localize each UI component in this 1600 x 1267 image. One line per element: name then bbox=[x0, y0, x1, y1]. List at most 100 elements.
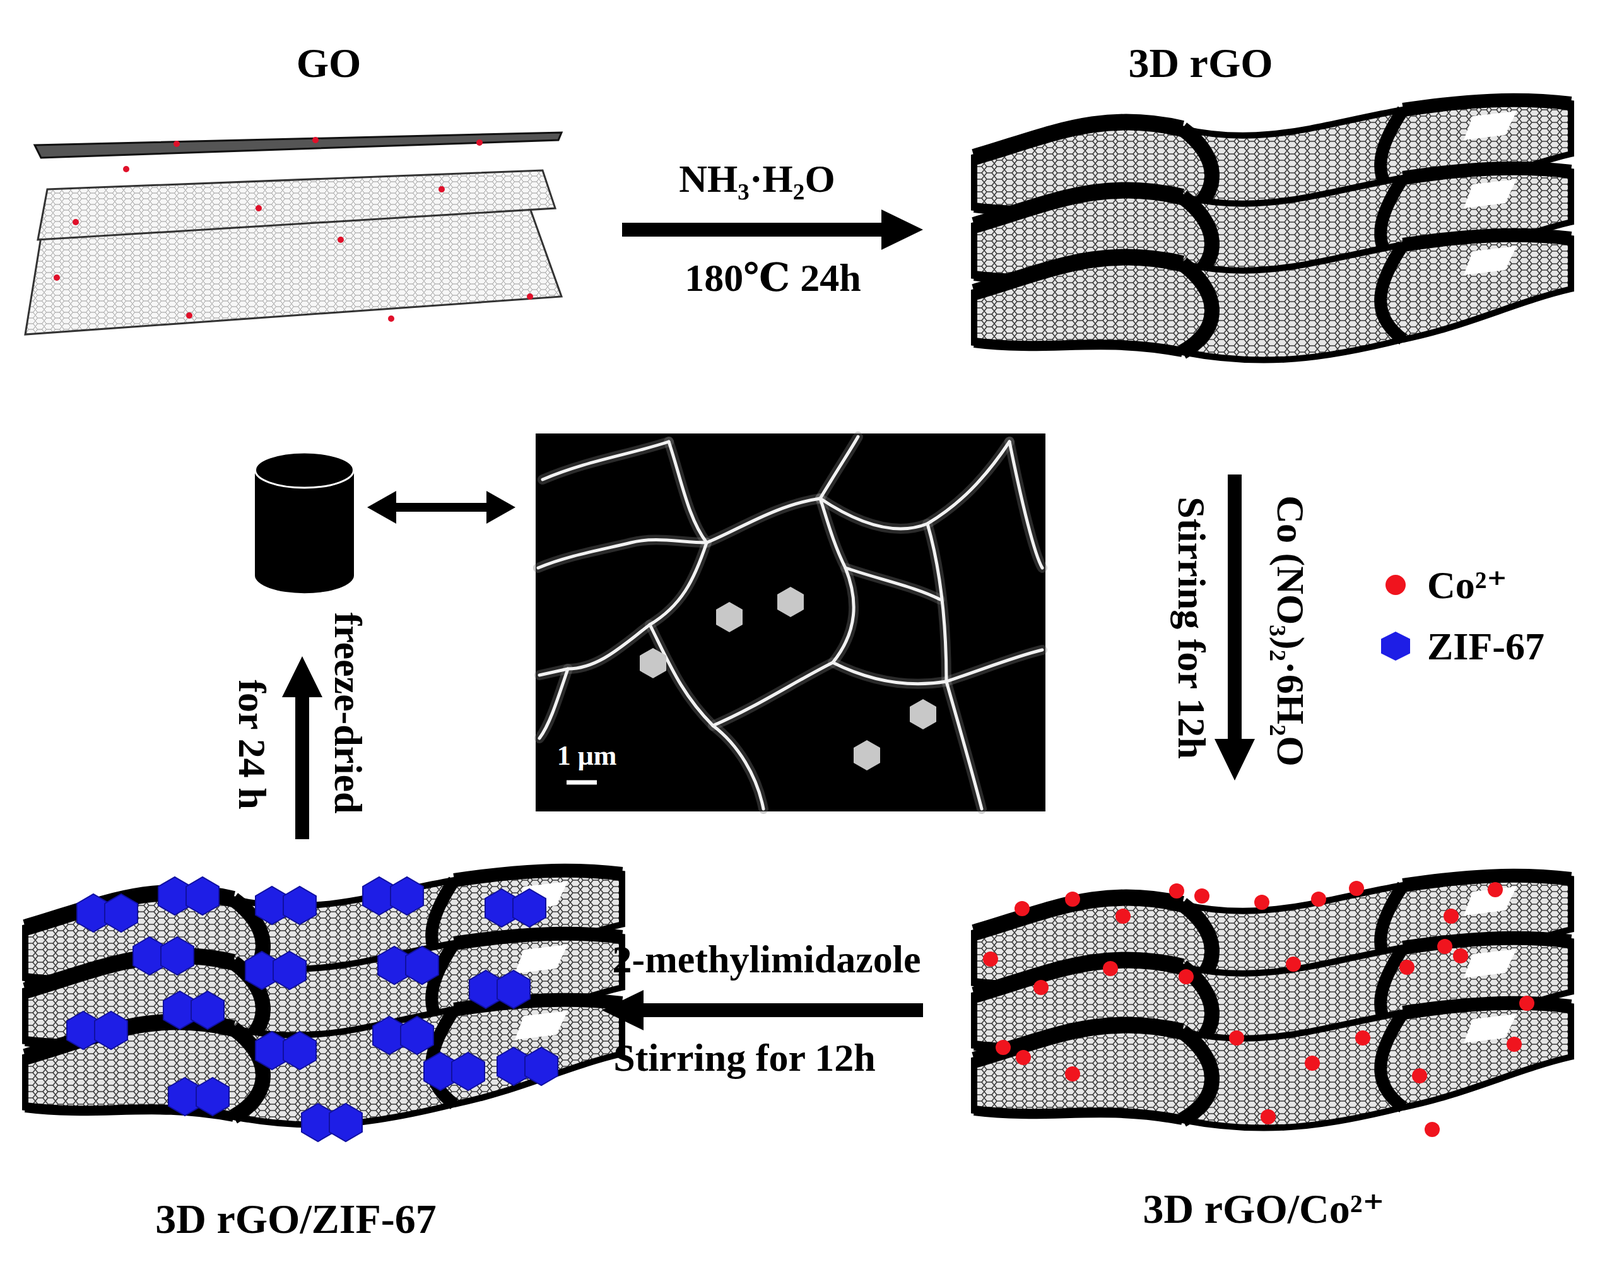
illustration-part bbox=[1014, 900, 1030, 917]
illustration-part bbox=[539, 542, 707, 676]
rgo-sheets bbox=[974, 100, 1571, 361]
illustration-part bbox=[542, 441, 669, 480]
illustration-part bbox=[438, 186, 445, 193]
illustration-part bbox=[53, 136, 534, 322]
illustration-part bbox=[312, 136, 319, 144]
process-label: freeze-dried bbox=[326, 612, 370, 814]
illustration-part bbox=[1437, 938, 1453, 954]
illustration-part bbox=[173, 140, 180, 148]
illustration-part bbox=[476, 139, 483, 146]
illustration-part bbox=[909, 699, 937, 730]
illustration-node: 3D rGO/Co²⁺ bbox=[965, 845, 1584, 1237]
illustration-part bbox=[946, 681, 982, 809]
illustration-part bbox=[1506, 1036, 1522, 1052]
illustration-part bbox=[1355, 1030, 1371, 1046]
illustration-part bbox=[423, 1052, 485, 1091]
illustration-part bbox=[254, 452, 354, 594]
monolith-cylinder bbox=[254, 452, 354, 594]
illustration-part bbox=[777, 586, 804, 618]
illustration-part bbox=[1115, 908, 1131, 924]
illustration-part bbox=[163, 991, 224, 1030]
illustration-part bbox=[1254, 894, 1270, 910]
illustration-part bbox=[485, 888, 546, 927]
illustration-part bbox=[927, 523, 947, 682]
illustration-part bbox=[982, 951, 999, 967]
illustration-part bbox=[668, 441, 821, 543]
illustration-part bbox=[255, 452, 354, 488]
scale-bar-label: 1 μm bbox=[554, 740, 620, 771]
illustration-part bbox=[1260, 1109, 1276, 1125]
illustration-part bbox=[1194, 888, 1210, 904]
illustration-part bbox=[497, 1047, 558, 1086]
illustration-part bbox=[649, 624, 764, 809]
illustration-part bbox=[853, 740, 881, 771]
illustration-part bbox=[535, 433, 1046, 812]
illustration-part bbox=[1304, 1055, 1320, 1071]
illustration-part bbox=[974, 235, 1571, 361]
illustration-part bbox=[1009, 441, 1043, 568]
reagent-label: NH₃·H₂O bbox=[678, 157, 835, 200]
rgo-co-sheets bbox=[974, 875, 1571, 1137]
illustration-part bbox=[538, 540, 707, 568]
illustration-part bbox=[301, 1103, 363, 1142]
illustration-part bbox=[1348, 880, 1365, 896]
sem-image-node: 1 μm bbox=[535, 433, 1046, 812]
illustration-part bbox=[1102, 960, 1118, 977]
illustration-part bbox=[1285, 956, 1301, 972]
condition-label: Stirring for 12h bbox=[1170, 496, 1214, 759]
illustration-part bbox=[1009, 441, 1043, 568]
illustration-part bbox=[538, 436, 1043, 809]
illustration-part bbox=[832, 649, 1043, 684]
illustration-part bbox=[1015, 1049, 1031, 1065]
illustration-node: 3D rGO/ZIF-67 bbox=[18, 845, 581, 1250]
illustration-part bbox=[76, 894, 138, 932]
reagent-label: Co (NO₃)₂·6H₂O bbox=[1269, 495, 1313, 766]
illustration-part bbox=[1452, 948, 1469, 964]
illustration-part bbox=[1519, 995, 1535, 1011]
double-arrow bbox=[367, 490, 516, 524]
illustration-part bbox=[982, 880, 1535, 1137]
condition-label: for 24 h bbox=[230, 679, 274, 810]
illustration-part bbox=[255, 886, 317, 925]
illustration-part bbox=[712, 498, 854, 726]
illustration-part bbox=[1229, 1030, 1245, 1046]
illustration-part bbox=[1487, 882, 1503, 898]
illustration-part bbox=[388, 315, 395, 322]
illustration-part bbox=[133, 936, 194, 975]
illustration-part bbox=[668, 441, 821, 543]
illustration-part bbox=[820, 436, 859, 499]
illustration-part bbox=[255, 1031, 317, 1070]
stage-title: GO bbox=[296, 40, 362, 87]
illustration-part bbox=[37, 170, 556, 240]
illustration-part bbox=[712, 498, 854, 726]
illustration-part bbox=[542, 441, 669, 480]
stage-title: 3D rGO/Co²⁺ bbox=[1143, 1186, 1385, 1233]
illustration-part bbox=[1033, 979, 1049, 995]
illustration-part bbox=[845, 567, 941, 600]
illustration-part bbox=[538, 436, 1043, 809]
illustration-part bbox=[974, 1003, 1571, 1129]
stage-title: 3D rGO bbox=[1128, 40, 1273, 87]
illustration-part bbox=[34, 132, 562, 158]
illustration-part bbox=[372, 1016, 434, 1055]
reagent-label: 2-methylimidazole bbox=[611, 937, 921, 981]
process-arrow bbox=[622, 209, 924, 250]
illustration-part bbox=[995, 1039, 1011, 1055]
illustration-part bbox=[649, 624, 764, 809]
illustration-part bbox=[820, 436, 859, 499]
illustration-part bbox=[1443, 908, 1459, 924]
illustration-part bbox=[337, 236, 344, 243]
illustration-part bbox=[469, 970, 530, 1009]
illustration-part bbox=[1064, 891, 1081, 907]
illustration-part bbox=[168, 1077, 230, 1116]
sem-image bbox=[535, 433, 1046, 812]
stage-title: 3D rGO/ZIF-67 bbox=[155, 1196, 436, 1243]
illustration-part bbox=[1411, 1068, 1428, 1084]
rgo-zif-sheets bbox=[25, 870, 623, 1142]
illustration-part bbox=[158, 876, 219, 915]
illustration-part bbox=[72, 218, 79, 226]
legend-hexagon-swatch bbox=[1381, 631, 1411, 661]
legend-dot-swatch bbox=[1385, 574, 1406, 595]
illustration-part bbox=[53, 274, 60, 281]
